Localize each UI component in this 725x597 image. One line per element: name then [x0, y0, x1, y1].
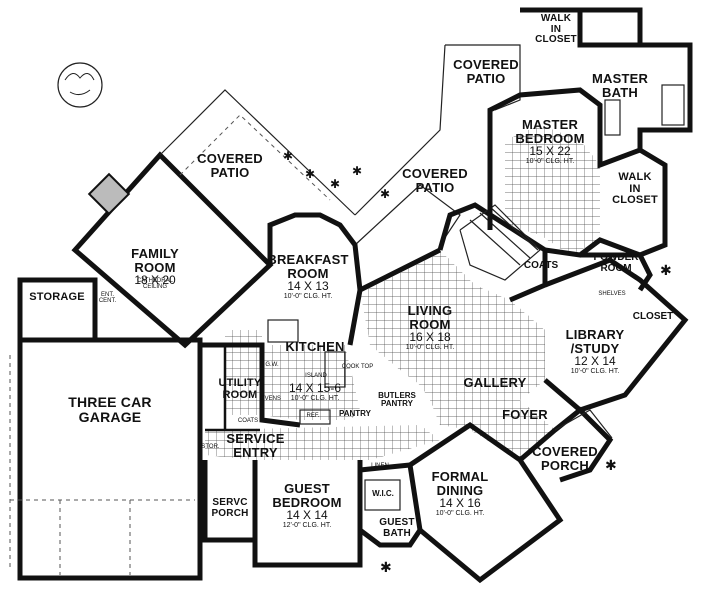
powder-room-label: POWDER ROOM — [593, 252, 639, 274]
breakfast-room-label: BREAKFAST ROOM 14 X 13 10'-0" CLG. HT. — [258, 253, 358, 300]
svg-text:✱: ✱ — [283, 149, 293, 163]
service-walls — [197, 345, 260, 500]
kitchen-dim: 14 X 15-6 — [288, 381, 342, 395]
kitchen-dim-label: 14 X 15-6 10'-0" CLG. HT. — [275, 382, 355, 402]
library-study-name: LIBRARY /STUDY — [565, 327, 625, 356]
guest-bedroom-ht: 12'-0" CLG. HT. — [282, 521, 332, 529]
guest-bedroom-label: GUEST BEDROOM 14 X 14 12'-0" CLG. HT. — [262, 482, 352, 529]
kitchen-label: KITCHEN — [285, 339, 345, 354]
walk-in-closet-side-label: WALK IN CLOSET — [612, 171, 658, 207]
service-entry-label: SERVICE ENTRY — [226, 431, 285, 460]
garage-walls — [9, 337, 203, 581]
family-room-label: FAMILY ROOM 18 X 20 — [100, 247, 210, 287]
ent-cent-label: ENT. CENT. — [98, 292, 117, 305]
guest-wing-walls — [202, 460, 423, 568]
covered-patio-right-walls — [445, 44, 521, 111]
svg-text:✱: ✱ — [330, 177, 340, 191]
family-room-name: FAMILY ROOM — [131, 246, 179, 275]
cook-top-label: COOK TOP — [341, 364, 374, 370]
living-room-label: LIVING ROOM 16 X 18 10'-0" CLG. HT. — [385, 304, 475, 351]
dining-walls — [408, 406, 614, 584]
three-car-garage-label: THREE CAR GARAGE — [68, 394, 152, 425]
foyer-label: FOYER — [502, 407, 548, 422]
storage-label: STORAGE — [29, 291, 85, 303]
stor-label: STOR. — [201, 444, 220, 450]
butlers-pantry-label: BUTLERS PANTRY — [378, 391, 416, 409]
pantry-label: PANTRY — [339, 409, 371, 418]
guest-bedroom-name: GUEST BEDROOM — [272, 481, 342, 510]
master-bedroom-ht: 10'-0" CLG. HT. — [525, 157, 575, 165]
ovens-label: OVENS — [259, 396, 281, 402]
formal-dining-ht: 10'-0" CLG. HT. — [435, 509, 485, 517]
gallery-label: GALLERY — [463, 375, 527, 390]
utility-room-label: UTILITY ROOM — [218, 377, 262, 401]
closet-label: CLOSET — [632, 311, 674, 322]
kitchen-ht: 10'-0" CLG. HT. — [290, 394, 340, 402]
breakfast-kitchen-walls — [200, 212, 363, 428]
shrubs: ✱ ✱ ✱ ✱ ✱ ✱ ✱ ✱ — [283, 149, 672, 576]
breakfast-room-ht: 10'-0" CLG. HT. — [283, 292, 333, 300]
gw-label: G.W. — [265, 362, 279, 368]
formal-dining-label: FORMAL DINING 14 X 16 10'-0" CLG. HT. — [415, 470, 505, 517]
living-room-walls — [358, 202, 548, 303]
living-room-dim: 16 X 18 — [409, 330, 451, 345]
covered-patio-left-label: COVERED PATIO — [197, 151, 263, 180]
walk-in-closet-top-label: WALK IN CLOSET — [535, 13, 577, 45]
library-study-dim: 12 X 14 — [574, 354, 616, 369]
living-room-ht: 10'-0" CLG. HT. — [405, 343, 455, 351]
tile-floor — [205, 125, 600, 460]
servc-porch-label: SERVC PORCH — [211, 497, 249, 519]
coats-upper-label: COATS — [523, 260, 559, 271]
tree-symbol — [57, 62, 103, 108]
family-room-dim: 18 X 20 — [134, 273, 176, 288]
family-room-ceiling: CATHEDRAL CEILING — [137, 278, 173, 291]
covered-patio-left-walls — [159, 89, 356, 216]
island-label: ISLAND — [305, 373, 327, 379]
breakfast-room-dim: 14 X 13 — [287, 279, 329, 294]
svg-text:✱: ✱ — [352, 164, 362, 178]
ref-label: REF. — [306, 413, 320, 419]
svg-text:✱: ✱ — [605, 458, 617, 474]
living-room-name: LIVING ROOM — [407, 303, 453, 332]
formal-dining-name: FORMAL DINING — [431, 469, 489, 498]
guest-bath-label: GUEST BATH — [379, 517, 415, 539]
master-bedroom-label: MASTER BEDROOM 15 X 22 10'-0" CLG. HT. — [505, 118, 595, 165]
master-bath-label: MASTER BATH — [591, 71, 649, 100]
wic-label: W.I.C. — [372, 489, 394, 498]
library-study-ht: 10'-0" CLG. HT. — [570, 367, 620, 375]
formal-dining-dim: 14 X 16 — [439, 496, 481, 511]
svg-text:✱: ✱ — [380, 187, 390, 201]
covered-porch-label: COVERED PORCH — [532, 444, 598, 473]
linen-label: LINEN — [371, 463, 389, 469]
storage-walls — [17, 277, 98, 340]
svg-text:✱: ✱ — [660, 263, 672, 279]
library-study-label: LIBRARY /STUDY 12 X 14 10'-0" CLG. HT. — [555, 328, 635, 375]
coats-lower-label: COATS — [237, 418, 259, 424]
master-bedroom-dim: 15 X 22 — [529, 144, 571, 159]
master-bedroom-name: MASTER BEDROOM — [515, 117, 585, 146]
covered-patio-right-label: COVERED PATIO — [453, 57, 519, 86]
svg-text:✱: ✱ — [305, 167, 315, 181]
svg-text:✱: ✱ — [380, 560, 392, 576]
covered-patio-center-label: COVERED PATIO — [402, 166, 468, 195]
shelves-label: SHELVES — [598, 291, 626, 297]
breakfast-room-name: BREAKFAST ROOM — [267, 252, 349, 281]
guest-bedroom-dim: 14 X 14 — [286, 508, 328, 523]
covered-patio-center-walls — [354, 44, 461, 246]
master-suite-walls — [487, 7, 693, 258]
